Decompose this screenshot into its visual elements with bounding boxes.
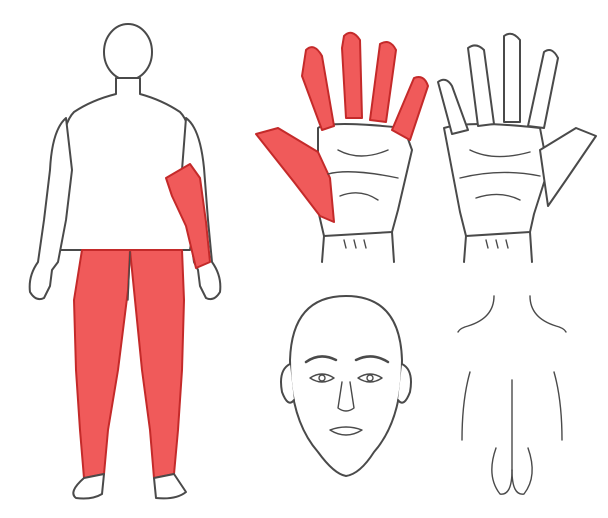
affected-finger-little [392,77,428,140]
palm-right-wrist-marks [486,240,508,248]
back-buttock-right [512,448,532,494]
affected-leg-left [74,250,130,478]
face-figure [281,296,411,476]
back-side-left [462,372,470,440]
palm-left-wrist-marks [344,240,366,248]
palm-right-body [444,124,548,236]
palm-right-thumb [540,128,596,206]
body-head [104,24,152,80]
body-foot-left [73,474,104,499]
body-foot-right [154,474,186,498]
palm-left-figure [256,33,428,262]
back-buttock-left [492,448,512,494]
affected-leg-right [130,250,184,478]
affected-finger-ring [370,42,396,122]
palm-left-wrist [322,232,394,262]
back-shoulder-left [458,296,494,332]
back-shoulder-right [530,296,566,332]
palm-right-finger-little [438,80,468,134]
affected-finger-middle [342,33,362,118]
lower-back-figure [458,296,566,494]
face-outline [290,296,402,476]
palm-right-finger-index [528,50,558,128]
back-side-right [554,372,562,440]
palm-right-finger-middle [504,34,520,122]
affected-finger-index [302,47,334,130]
palm-right-figure [438,34,596,262]
full-body-figure [30,24,221,499]
body-arm-left-viewer [30,118,72,299]
palm-right-finger-ring [468,45,494,126]
